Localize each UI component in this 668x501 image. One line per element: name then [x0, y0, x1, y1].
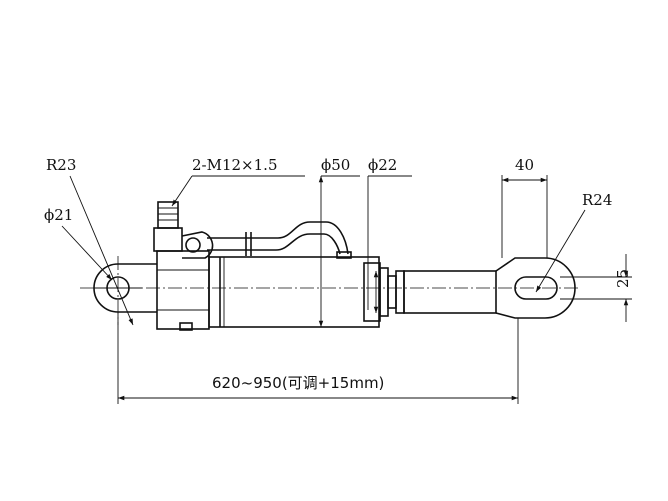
front-gland [363, 262, 405, 322]
port-thread-label: 2-M12×1.5 [192, 156, 277, 174]
piston-rod [403, 270, 497, 314]
phi50-label: ϕ50 [321, 156, 350, 174]
r23-dimension: R23 [46, 156, 134, 326]
dim-40-label: 40 [515, 156, 534, 174]
r24-dimension: R24 [535, 191, 612, 293]
phi50-dimension: ϕ50 [318, 156, 360, 327]
dim-25: 25 [560, 254, 632, 322]
phi21-dimension: ϕ21 [44, 206, 113, 281]
total-length-label: 620~950(可调+15mm) [212, 374, 384, 392]
phi22-label: ϕ22 [368, 156, 397, 174]
hydraulic-tube [207, 221, 352, 259]
port-thread-dimension: 2-M12×1.5 [171, 156, 305, 207]
rear-cap [156, 250, 210, 331]
phi22-dimension: ϕ22 [367, 156, 412, 313]
rear-port-fitting [153, 201, 214, 259]
dim-40: 40 [501, 156, 548, 258]
r23-label: R23 [46, 156, 76, 174]
dim-25-label: 25 [614, 269, 632, 288]
cylinder-barrel [208, 256, 380, 328]
total-length-dimension: 620~950(可调+15mm) [117, 312, 519, 404]
phi21-label: ϕ21 [44, 206, 73, 224]
r24-label: R24 [582, 191, 612, 209]
